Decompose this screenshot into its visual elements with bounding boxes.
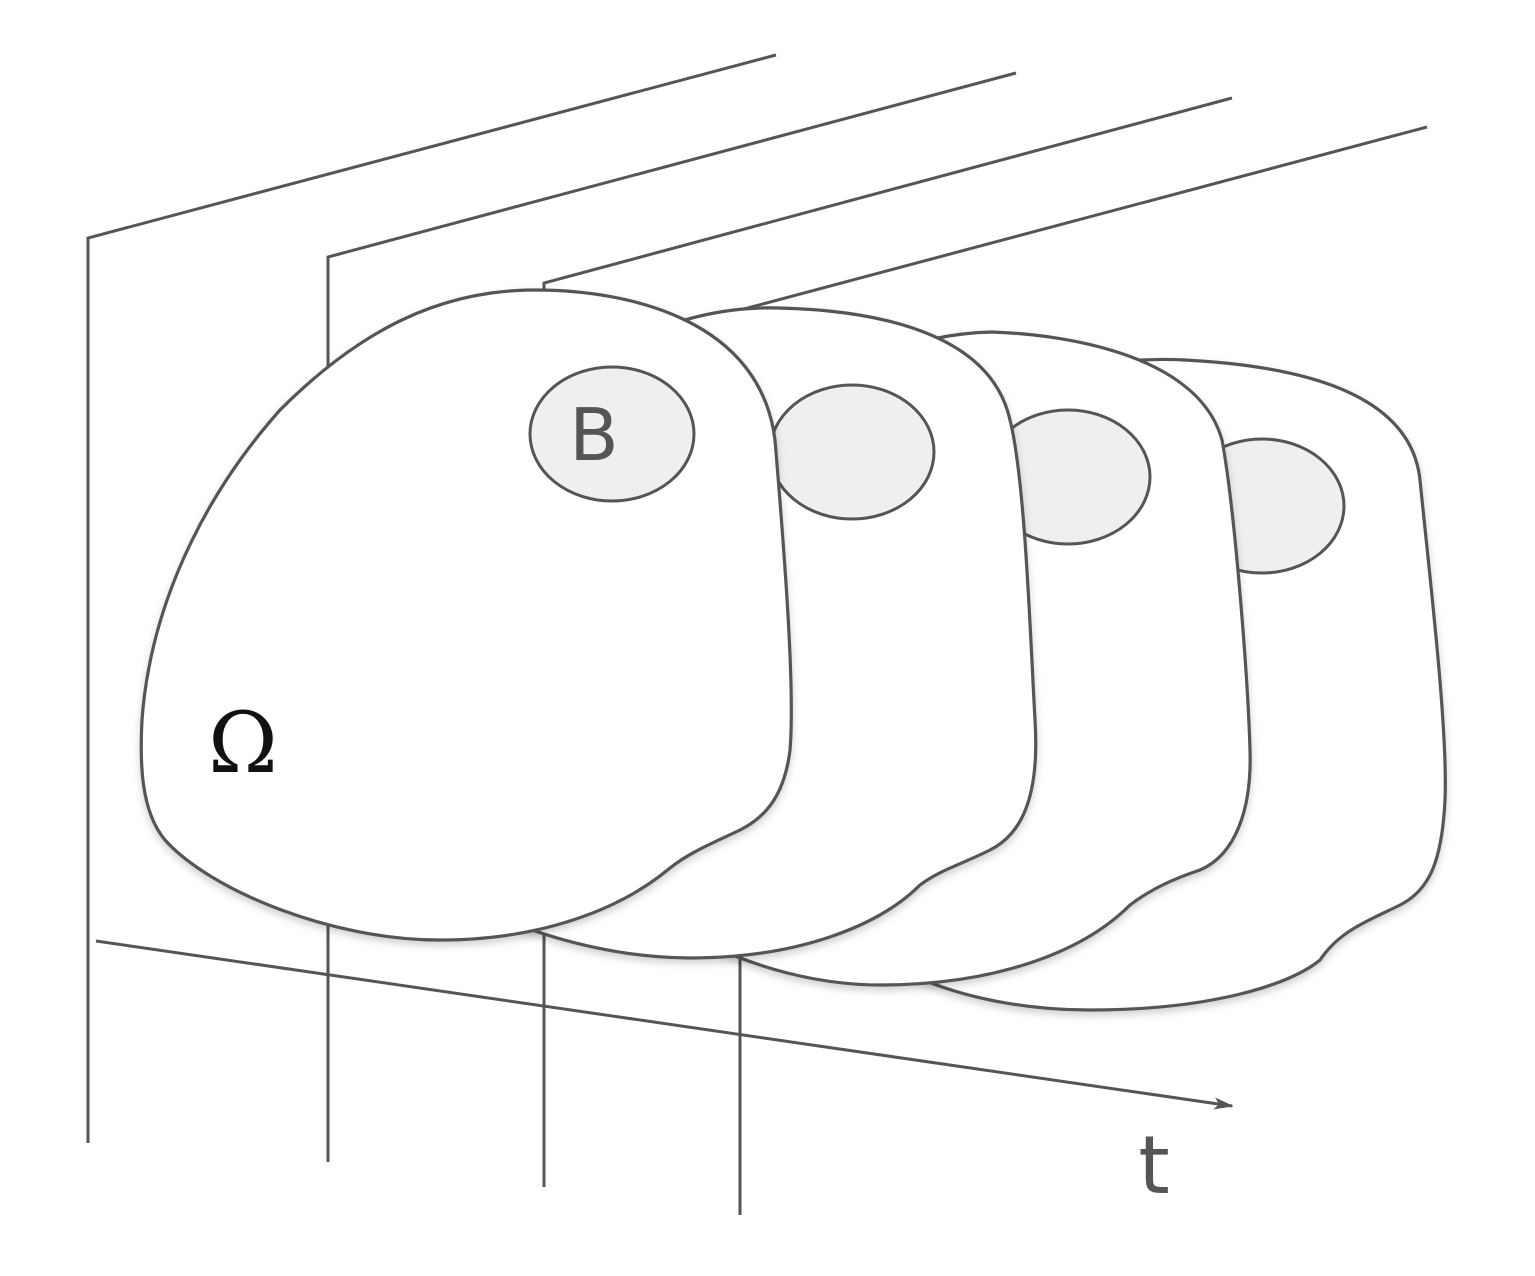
set-b-slice-1 <box>528 365 696 503</box>
set-b-label: B <box>569 393 618 477</box>
slice-plane-1 <box>86 53 777 1143</box>
time-axis-label: t <box>1138 1119 1169 1212</box>
domain-omega-label: Ω <box>208 694 278 792</box>
domain-slice-1 <box>139 288 793 942</box>
set-b-slice-2 <box>768 383 936 521</box>
time-axis <box>95 939 1234 1110</box>
time-slice-1 <box>86 53 793 1143</box>
